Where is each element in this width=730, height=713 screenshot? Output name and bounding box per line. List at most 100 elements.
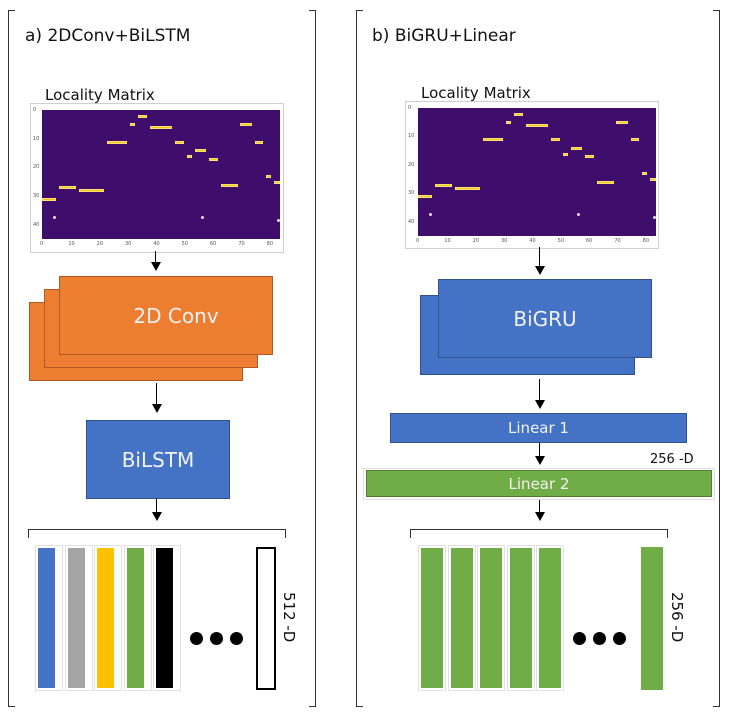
panel-a-output-brace	[28, 529, 286, 538]
matrix-segment	[562, 152, 569, 156]
vector-cell-frame	[94, 545, 122, 691]
vector-cell-frame	[536, 545, 564, 691]
matrix-segment	[78, 189, 105, 193]
conv-label: 2D Conv	[133, 303, 219, 328]
matrix-segment	[195, 149, 207, 153]
arrow-shaft	[539, 443, 540, 457]
matrix-segment	[641, 172, 648, 176]
arrow-down-icon	[535, 266, 545, 275]
matrix-point	[429, 213, 433, 217]
matrix-segment	[585, 155, 594, 159]
panel-a-matrix-label: Locality Matrix	[45, 86, 155, 104]
x-tick-label: 50	[557, 238, 565, 244]
y-tick-label: 40	[33, 221, 40, 228]
ellipsis-icon	[190, 630, 250, 649]
matrix-segment	[265, 174, 272, 178]
vector-cell-frame	[123, 545, 152, 691]
arrow-shaft	[156, 383, 157, 405]
arrow-shaft	[539, 500, 540, 513]
y-tick-label: 10	[33, 135, 40, 142]
matrix-point	[53, 216, 57, 220]
linear1-label: Linear 1	[508, 419, 569, 437]
matrix-point	[576, 213, 580, 217]
vector-cell	[38, 548, 55, 688]
vector-cell-frame	[447, 545, 476, 691]
y-tick-label: 30	[408, 190, 415, 197]
x-tick-label: 0	[416, 238, 420, 244]
matrix-segment	[138, 114, 147, 118]
panel-b-title: b) BiGRU+Linear	[372, 26, 516, 46]
linear2-label: Linear 2	[508, 474, 570, 493]
y-tick-label: 40	[408, 218, 415, 225]
x-tick-label: 30	[501, 238, 508, 244]
y-tick-label: 0	[33, 107, 37, 113]
x-tick-label: 10	[68, 241, 75, 247]
x-tick-label: 70	[238, 241, 245, 247]
matrix-point	[653, 216, 657, 220]
matrix-segment	[149, 126, 173, 130]
matrix-segment	[175, 140, 184, 144]
vector-cell	[421, 548, 443, 688]
x-tick-label: 60	[210, 241, 217, 247]
bigru-layer-front: BiGRU	[438, 279, 652, 358]
panel-a-bracket-right	[309, 10, 316, 707]
arrow-shaft	[156, 499, 157, 513]
matrix-segment	[454, 186, 481, 190]
matrix-segment	[596, 180, 614, 184]
vector-cell-frame	[64, 545, 93, 691]
matrix-segment	[616, 121, 628, 125]
matrix-segment	[418, 195, 433, 199]
panel-a-dim-label: 512 -D	[280, 592, 298, 643]
x-tick-label: 50	[181, 241, 189, 247]
x-tick-label: 40	[529, 238, 536, 244]
vector-cell	[156, 548, 173, 688]
matrix-segment	[240, 123, 252, 127]
y-tick-label: 0	[408, 105, 412, 111]
x-tick-label: 0	[40, 241, 44, 247]
vector-cell-frame	[153, 545, 181, 691]
x-tick-label: 60	[586, 238, 593, 244]
vector-cell	[67, 548, 85, 688]
matrix-segment	[254, 140, 263, 144]
x-tick-label: 40	[153, 241, 160, 247]
arrow-down-icon	[152, 512, 162, 521]
vector-cell-frame	[506, 545, 535, 691]
ellipsis-icon	[573, 630, 633, 649]
matrix-segment	[186, 154, 193, 158]
matrix-segment	[571, 146, 583, 150]
matrix-segment	[514, 112, 523, 116]
matrix-segment	[525, 124, 549, 128]
panel-b-matrix-plot	[418, 108, 657, 236]
matrix-segment	[209, 157, 218, 161]
panel-b-dim-label: 256 -D	[668, 592, 686, 643]
y-tick-label: 30	[33, 193, 40, 199]
x-tick-label: 10	[444, 238, 451, 244]
vector-cell-frame	[477, 545, 505, 691]
x-tick-label: 80	[266, 241, 274, 247]
linear2-frame	[363, 468, 715, 500]
vector-cell	[509, 548, 532, 688]
vector-cell	[539, 548, 561, 688]
y-tick-label: 20	[33, 164, 40, 171]
arrow-down-icon	[535, 456, 545, 465]
matrix-segment	[483, 138, 503, 142]
vector-cell	[97, 548, 114, 688]
matrix-segment	[107, 140, 127, 144]
matrix-segment	[220, 183, 238, 187]
vector-cell	[450, 548, 473, 688]
arrow-shaft	[539, 247, 540, 267]
y-tick-label: 20	[408, 161, 415, 168]
vector-cell-frame	[35, 545, 63, 691]
vector-cell-last	[641, 547, 663, 690]
panel-b-output-brace	[410, 529, 668, 538]
matrix-segment	[42, 197, 57, 201]
vector-cell-frame	[418, 545, 446, 691]
x-tick-label: 20	[96, 241, 104, 247]
arrow-down-icon	[535, 400, 545, 409]
matrix-segment	[505, 121, 512, 125]
vector-cell	[480, 548, 502, 688]
matrix-segment	[274, 180, 280, 184]
matrix-segment	[59, 186, 76, 190]
panel-b-bracket-right	[713, 10, 720, 707]
